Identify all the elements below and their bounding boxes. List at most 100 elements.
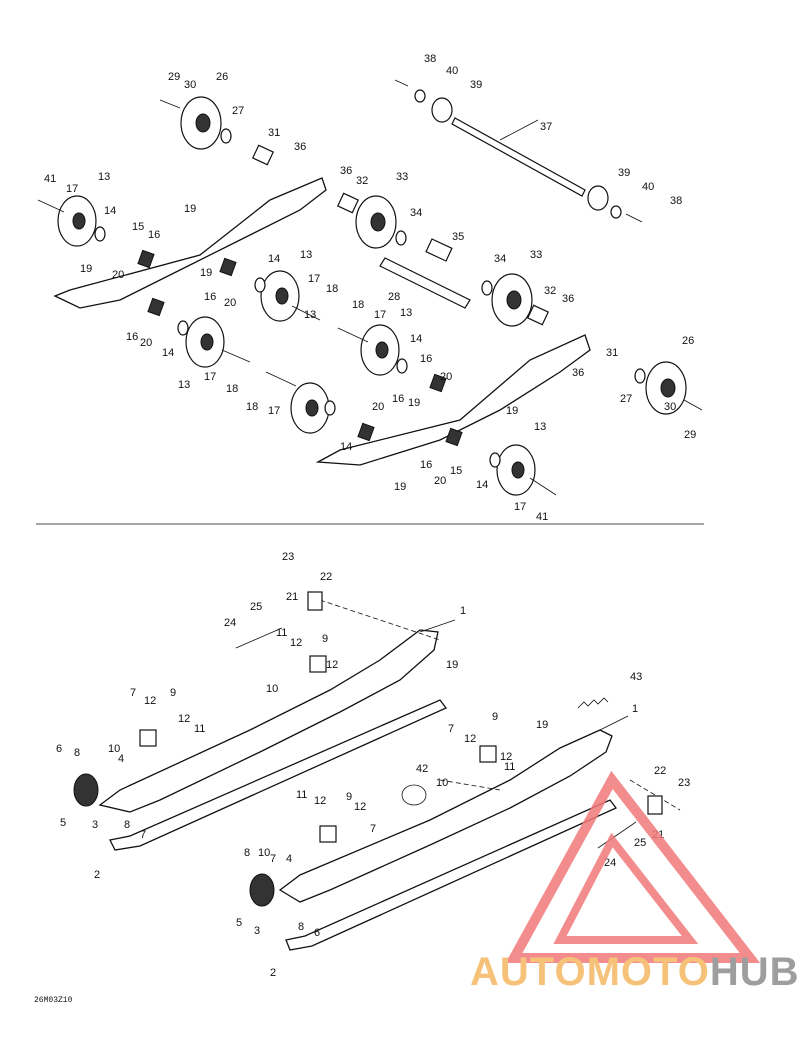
top-callout-40: 40 <box>446 65 458 77</box>
bottom-callout-8: 8 <box>244 847 250 859</box>
top-callout-38: 38 <box>670 195 682 207</box>
top-callout-13: 13 <box>178 379 190 391</box>
top-assembly <box>37 79 703 496</box>
bumper-5-lower <box>249 873 275 907</box>
bottom-callout-12: 12 <box>500 751 512 763</box>
top-callout-30: 30 <box>664 401 676 413</box>
bottom-callout-9: 9 <box>322 633 328 645</box>
bottom-callout-8: 8 <box>298 921 304 933</box>
bottom-callout-9: 9 <box>346 791 352 803</box>
top-callout-15: 15 <box>132 221 144 233</box>
bottom-callout-24: 24 <box>604 857 616 869</box>
top-callout-17: 17 <box>268 405 280 417</box>
top-callout-17: 17 <box>66 183 78 195</box>
top-callout-13: 13 <box>534 421 546 433</box>
axle-37 <box>451 117 586 197</box>
top-callout-29: 29 <box>684 429 696 441</box>
top-callout-16: 16 <box>392 393 404 405</box>
bottom-callout-24: 24 <box>224 617 236 629</box>
top-callout-37: 37 <box>540 121 552 133</box>
bottom-callout-3: 3 <box>254 925 260 937</box>
top-callout-36: 36 <box>562 293 574 305</box>
top-callout-20: 20 <box>372 401 384 413</box>
wheels <box>57 96 687 496</box>
slider-2-upper <box>109 699 448 851</box>
top-callout-19: 19 <box>80 263 92 275</box>
top-callout-39: 39 <box>470 79 482 91</box>
spring-43 <box>577 697 609 709</box>
bottom-callout-25: 25 <box>634 837 646 849</box>
top-callout-17: 17 <box>514 501 526 513</box>
top-callout-34: 34 <box>494 253 506 265</box>
watermark-logo <box>505 770 761 963</box>
top-callout-13: 13 <box>98 171 110 183</box>
right-rail-frame <box>315 334 591 466</box>
top-callout-38: 38 <box>424 53 436 65</box>
left-rail-frame <box>53 177 327 309</box>
top-callout-39: 39 <box>618 167 630 179</box>
bottom-callout-10: 10 <box>266 683 278 695</box>
bottom-callout-12: 12 <box>290 637 302 649</box>
top-callout-17: 17 <box>204 371 216 383</box>
bottom-callout-11: 11 <box>194 723 205 735</box>
bottom-callout-7: 7 <box>140 829 146 841</box>
top-callout-30: 30 <box>184 79 196 91</box>
bottom-callout-12: 12 <box>326 659 338 671</box>
top-callout-18: 18 <box>226 383 238 395</box>
bottom-callout-9: 9 <box>492 711 498 723</box>
top-callout-16: 16 <box>204 291 216 303</box>
bottom-callout-5: 5 <box>60 817 66 829</box>
top-callout-20: 20 <box>434 475 446 487</box>
top-callout-14: 14 <box>410 333 422 345</box>
bottom-callout-8: 8 <box>124 819 130 831</box>
bottom-callout-12: 12 <box>354 801 366 813</box>
top-callout-26: 26 <box>216 71 228 83</box>
rail-1-upper <box>98 629 439 813</box>
bottom-callout-25: 25 <box>250 601 262 613</box>
bottom-callout-19: 19 <box>536 719 548 731</box>
top-callout-13: 13 <box>300 249 312 261</box>
bottom-callout-9: 9 <box>170 687 176 699</box>
top-callout-19: 19 <box>184 203 196 215</box>
top-callout-13: 13 <box>400 307 412 319</box>
diagram-code: 26M03Z10 <box>34 996 73 1005</box>
leader-lines <box>419 119 629 731</box>
top-callout-16: 16 <box>126 331 138 343</box>
bolts-top <box>37 79 703 496</box>
bottom-callout-3: 3 <box>92 819 98 831</box>
top-callout-19: 19 <box>408 397 420 409</box>
top-callout-31: 31 <box>606 347 618 359</box>
top-callout-41: 41 <box>536 511 548 523</box>
watermark-text-part2: HUB <box>709 950 800 994</box>
bottom-callout-22: 22 <box>654 765 666 777</box>
top-callout-26: 26 <box>682 335 694 347</box>
top-callout-41: 41 <box>44 173 56 185</box>
bottom-callout-4: 4 <box>118 753 124 765</box>
top-callout-20: 20 <box>112 269 124 281</box>
bottom-callout-19: 19 <box>446 659 458 671</box>
top-callout-19: 19 <box>200 267 212 279</box>
top-callout-19: 19 <box>506 405 518 417</box>
watermark-text-part1: AUTOMOTO <box>470 950 710 994</box>
strap-42 <box>401 784 427 806</box>
top-callout-36: 36 <box>572 367 584 379</box>
top-callout-27: 27 <box>620 393 632 405</box>
bottom-callout-1: 1 <box>632 703 638 715</box>
small-parts-top <box>94 89 646 468</box>
bottom-callout-6: 6 <box>314 927 320 939</box>
bottom-callout-7: 7 <box>448 723 454 735</box>
top-callout-16: 16 <box>420 353 432 365</box>
bottom-callout-11: 11 <box>296 789 307 801</box>
top-callout-18: 18 <box>352 299 364 311</box>
bottom-callout-12: 12 <box>464 733 476 745</box>
top-callout-32: 32 <box>356 175 368 187</box>
bottom-callout-12: 12 <box>314 795 326 807</box>
top-callout-34: 34 <box>410 207 422 219</box>
bottom-callout-7: 7 <box>270 853 276 865</box>
bottom-callout-8: 8 <box>74 747 80 759</box>
top-callout-29: 29 <box>168 71 180 83</box>
bottom-assembly <box>73 591 681 951</box>
top-callout-32: 32 <box>544 285 556 297</box>
